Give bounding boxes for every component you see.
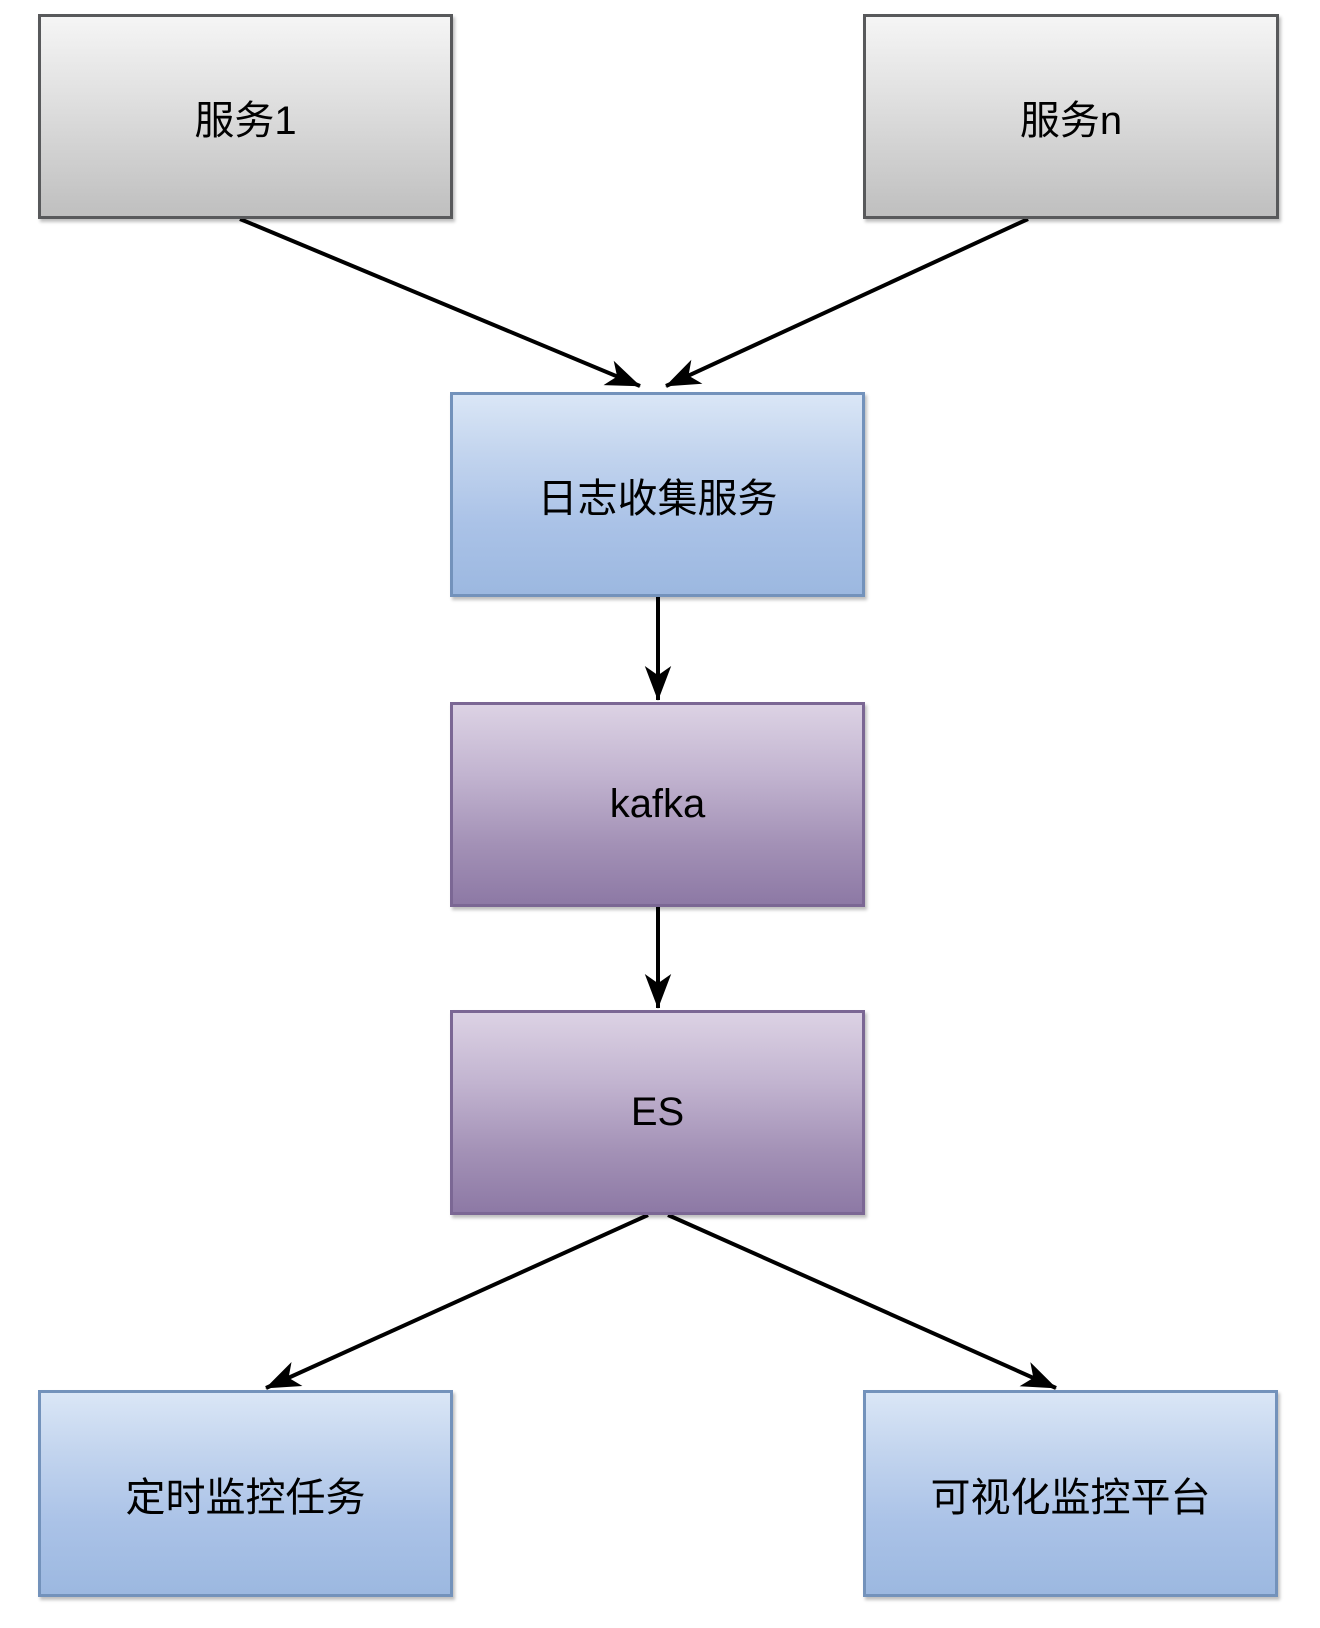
node-log-collector: 日志收集服务 <box>450 392 865 597</box>
node-visual-platform-label: 可视化监控平台 <box>930 1475 1211 1520</box>
node-es: ES <box>450 1010 865 1215</box>
node-es-label: ES <box>630 1090 685 1134</box>
node-service1: 服务1 <box>38 14 453 219</box>
node-log-collector-label: 日志收集服务 <box>537 476 778 521</box>
edge-servicen-to-log-collector <box>665 217 1029 388</box>
node-visual-platform: 可视化监控平台 <box>863 1390 1278 1597</box>
edge-es-to-scheduled-task <box>265 1213 649 1390</box>
node-servicen: 服务n <box>863 14 1279 219</box>
node-kafka: kafka <box>450 702 865 907</box>
node-scheduled-task: 定时监控任务 <box>38 1390 453 1597</box>
node-kafka-label: kafka <box>609 782 706 826</box>
node-service1-label: 服务1 <box>194 98 297 143</box>
node-scheduled-task-label: 定时监控任务 <box>125 1475 366 1520</box>
edge-es-to-visual-platform <box>667 1213 1057 1390</box>
node-servicen-label: 服务n <box>1019 98 1123 143</box>
edge-service1-to-log-collector <box>239 217 641 388</box>
